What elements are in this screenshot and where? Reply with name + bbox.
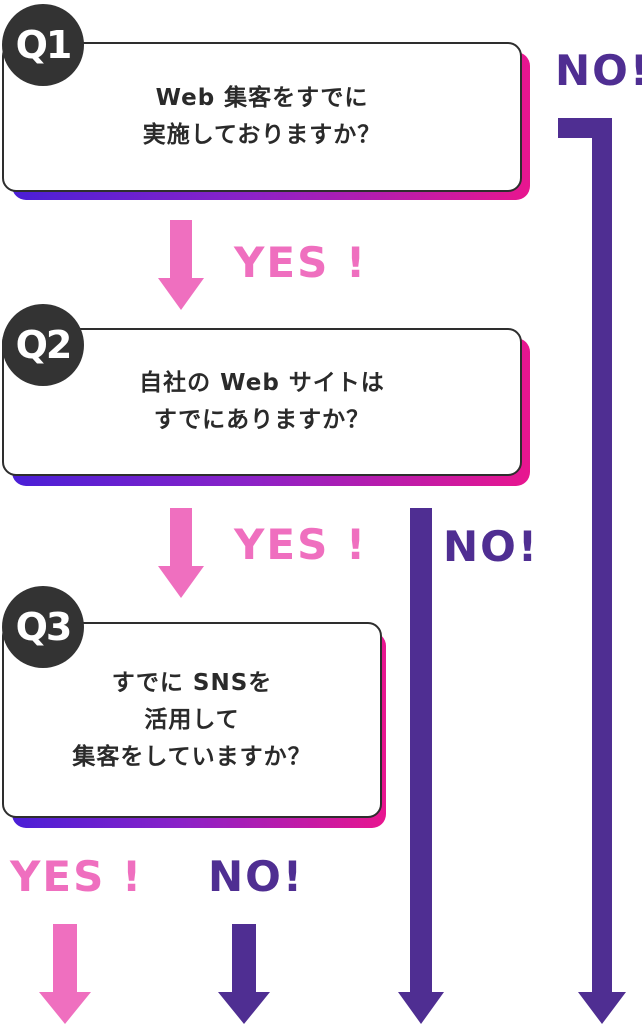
q1-no-label: NO! [555, 46, 642, 95]
q1-text: Web 集客をすでに 実施しておりますか？ [143, 80, 382, 154]
q1-badge: Q1 [2, 4, 84, 86]
arrow-q2-yes [158, 508, 204, 598]
q2-text: 自社の Web サイトは すでにありますか？ [139, 365, 385, 439]
q3-line-3: 集客をしていますか？ [72, 743, 312, 770]
q1-yes-label: YES ! [234, 238, 368, 287]
q1-line-1: Web 集客をすでに [155, 85, 369, 111]
arrow-q1-yes [158, 220, 204, 310]
q1-box: Web 集客をすでに 実施しておりますか？ [2, 42, 522, 192]
q3-text: すでに SNSを 活用して 集客をしていますか？ [72, 665, 311, 776]
arrow-q3-no [218, 924, 270, 1024]
q3-yes-label: YES ! [10, 852, 144, 901]
arrow-q2-no [398, 508, 444, 1024]
arrow-q1-no [558, 118, 626, 1024]
q2-no-label: NO! [443, 522, 540, 571]
q2-badge: Q2 [2, 304, 84, 386]
q2-yes-label: YES ! [234, 520, 368, 569]
q3-line-1: すでに SNSを [111, 669, 273, 696]
q2-line-1: 自社の Web サイトは [139, 370, 385, 396]
arrow-q3-yes [39, 924, 91, 1024]
q3-line-2: 活用して [144, 706, 240, 733]
q3-badge: Q3 [2, 586, 84, 668]
q2-line-2: すでにありますか？ [153, 407, 371, 433]
q1-line-2: 実施しておりますか？ [142, 122, 382, 148]
q2-box: 自社の Web サイトは すでにありますか？ [2, 328, 522, 476]
q3-no-label: NO! [208, 852, 305, 901]
